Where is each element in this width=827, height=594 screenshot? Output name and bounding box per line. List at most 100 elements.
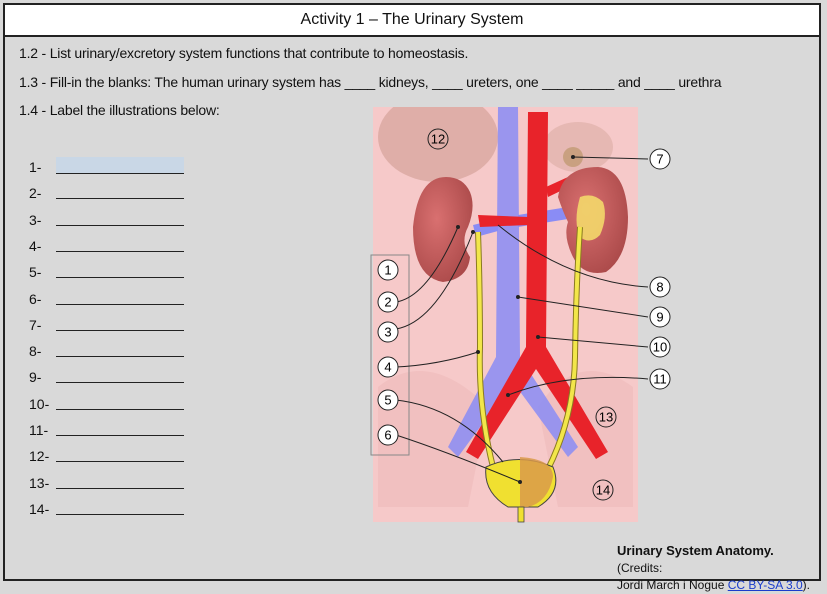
callout-number: 10 [653,340,667,355]
callout-number: 6 [384,428,391,443]
liver-region [378,107,498,182]
answer-blank-field[interactable] [56,356,184,358]
callout-circle [592,479,614,501]
answer-row: 6- [29,289,189,309]
pelvis-outline [378,371,488,507]
right-ureter-inner [546,226,582,470]
page-title: Activity 1 – The Urinary System [5,5,819,37]
answer-number: 12- [29,448,50,465]
callout-circle [649,306,671,328]
license-link[interactable]: CC BY-SA 3.0 [727,578,803,592]
leader-dot [518,480,522,484]
callout-number: 1 [384,263,391,278]
answer-blank-field[interactable] [56,435,184,436]
leader-dot [506,393,510,397]
answer-blank-field[interactable] [56,198,184,200]
credit-prefix: (Credits: [617,561,663,575]
answer-row: 7- [29,315,189,335]
answer-row: 13- [29,473,189,493]
callout-circle [649,336,671,358]
callout-number: 4 [384,360,391,375]
answer-blank-field[interactable] [56,157,184,174]
leader-dot [456,225,460,229]
answer-row: 10- [29,394,189,414]
answer-row: 8- [29,341,189,361]
callout-circle [595,406,617,428]
callout-circle [377,389,399,411]
answer-number: 7- [29,316,42,333]
callout-number: 13 [599,410,613,425]
answer-blank-field[interactable] [56,408,184,410]
answer-row: 1- [29,157,189,177]
question-1-3: 1.3 - Fill-in the blanks: The human urin… [19,74,722,90]
question-1-2: 1.2 - List urinary/excretory system func… [19,45,469,61]
answer-number: 14- [29,500,50,517]
renal-artery-left [478,215,528,227]
answer-row: 2- [29,183,189,203]
right-kidney-medulla [576,195,605,241]
callout-circle [649,148,671,170]
answer-number: 8- [29,343,42,360]
answer-number: 9- [29,369,42,386]
answer-row: 5- [29,262,189,282]
worksheet-frame: Activity 1 – The Urinary System 1.2 - Li… [3,3,821,592]
answer-number: 4- [29,237,42,254]
callout-number: 8 [656,280,663,295]
callout-number: 5 [384,393,391,408]
answer-number: 5- [29,264,42,281]
leader-dot [476,350,480,354]
answer-row: 4- [29,236,189,256]
image-credit: Urinary System Anatomy. (Credits: Jordi … [617,542,817,594]
callout-circle [427,128,449,150]
callout-circle [649,368,671,390]
answer-blank-field[interactable] [56,250,184,252]
callout-number: 7 [656,152,663,167]
callout-number: 2 [384,295,391,310]
answer-blank-field[interactable] [56,303,184,305]
leader-lines [395,156,649,483]
callout-circle [377,321,399,343]
answer-row: 12- [29,446,189,466]
callout-number: 3 [384,325,391,340]
spleen-region [543,122,613,172]
answer-number: 2- [29,185,42,202]
answer-blank-field[interactable] [56,487,184,489]
callout-number: 14 [596,483,610,498]
answer-blank-field[interactable] [56,329,184,331]
answer-blank-field[interactable] [56,513,184,515]
left-labels-box [370,254,410,456]
callout-number: 9 [656,310,663,325]
left-kidney [413,177,473,282]
leader-dot [471,230,475,234]
callout-circle [377,259,399,281]
answer-number: 1- [29,159,42,175]
answer-row: 11- [29,420,189,440]
leader-dot [571,155,575,159]
answer-number: 11- [29,422,49,438]
answer-blank-field[interactable] [56,461,184,463]
question-1-4: 1.4 - Label the illustrations below: [19,102,220,118]
leader-dot [516,295,520,299]
answer-number: 13- [29,474,50,491]
credit-suffix: ). [802,578,811,592]
answer-number: 10- [29,395,50,412]
callout-circle [649,276,671,298]
callout-circle [377,291,399,313]
leader-dot [536,335,540,339]
callout-number: 12 [431,132,445,147]
callout-number: 11 [653,372,667,387]
vena-cava [448,107,578,457]
answer-blank-field[interactable] [56,382,184,384]
answer-blank-field[interactable] [56,277,184,279]
answer-row: 9- [29,367,189,387]
answer-number: 6- [29,290,42,307]
answer-row: 3- [29,210,189,230]
answer-blank-field[interactable] [56,224,184,226]
answer-number: 3- [29,211,42,228]
credit-title: Urinary System Anatomy. [617,543,774,558]
bladder-wall [520,457,553,507]
credit-author: Jordi March i Nogue [617,578,725,592]
callout-circle [377,356,399,378]
callout-circle [377,424,399,446]
